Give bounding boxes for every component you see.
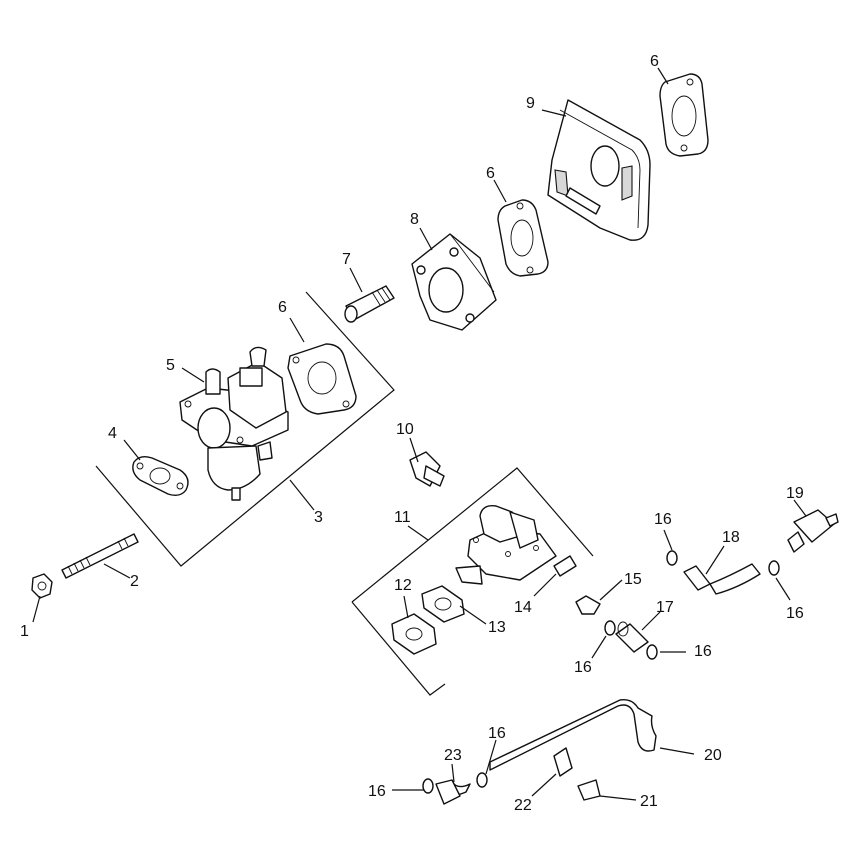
part-8-spacer [411, 233, 497, 331]
callout-16-c: 16 [574, 659, 592, 676]
part-17-hose [615, 621, 649, 653]
callout-18: 18 [722, 529, 740, 546]
part-7-bolt [344, 285, 395, 323]
callout-6-middle: 6 [486, 165, 495, 182]
part-22-clip [553, 747, 573, 777]
part-2-stud [61, 533, 139, 579]
callout-6-top: 6 [650, 53, 659, 70]
callout-21: 21 [640, 793, 658, 810]
callout-10: 10 [396, 421, 414, 438]
callout-3: 3 [314, 509, 323, 526]
part-6-gasket-carb [287, 343, 357, 415]
part-1-nut [31, 573, 53, 599]
part-4-gasket [132, 455, 189, 497]
callout-11: 11 [394, 509, 411, 526]
callout-1: 1 [20, 623, 29, 640]
callout-5: 5 [166, 357, 175, 374]
leader-lines [32, 67, 807, 801]
part-21-screw [577, 779, 601, 801]
part-9-base-plate [547, 99, 651, 241]
callout-12: 12 [394, 577, 412, 594]
part-6-gasket-middle [497, 199, 549, 277]
part-10-fitting [409, 451, 445, 487]
part-14-screw [553, 555, 577, 577]
callout-14: 14 [514, 599, 532, 616]
callout-16-b: 16 [786, 605, 804, 622]
callout-16-a: 16 [654, 511, 672, 528]
part-20-fuel-line [489, 698, 657, 771]
callout-7: 7 [342, 251, 351, 268]
part-18-hose [683, 563, 761, 595]
carburetor-group-bracket [95, 291, 395, 567]
callout-16-f: 16 [368, 783, 386, 800]
part-19-fuel-filter [787, 509, 839, 553]
fuel-pump-group-bracket [351, 467, 594, 696]
callout-numbers: 1 2 3 4 5 6 6 6 7 8 9 10 11 12 13 14 15 … [20, 53, 804, 814]
callout-16-d: 16 [694, 643, 712, 660]
part-13-gasket [421, 585, 465, 623]
callout-17: 17 [656, 599, 674, 616]
part-23-elbow-hose [435, 779, 471, 805]
callout-23: 23 [444, 747, 462, 764]
part-15-fitting [575, 595, 601, 615]
part-12-gasket [391, 613, 437, 655]
callout-4: 4 [108, 425, 117, 442]
callout-2: 2 [130, 573, 139, 590]
callout-20: 20 [704, 747, 722, 764]
part-6-gasket-top [659, 73, 709, 157]
callout-6-carb: 6 [278, 299, 287, 316]
callout-8: 8 [410, 211, 419, 228]
callout-15: 15 [624, 571, 642, 588]
callout-9: 9 [526, 95, 535, 112]
callout-13: 13 [488, 619, 506, 636]
callout-16-e: 16 [488, 725, 506, 742]
part-11-fuel-pump [455, 505, 557, 585]
callout-19: 19 [786, 485, 804, 502]
part-5-carburetor [179, 346, 289, 501]
part-16-clamps [422, 550, 780, 794]
callout-22: 22 [514, 797, 532, 814]
